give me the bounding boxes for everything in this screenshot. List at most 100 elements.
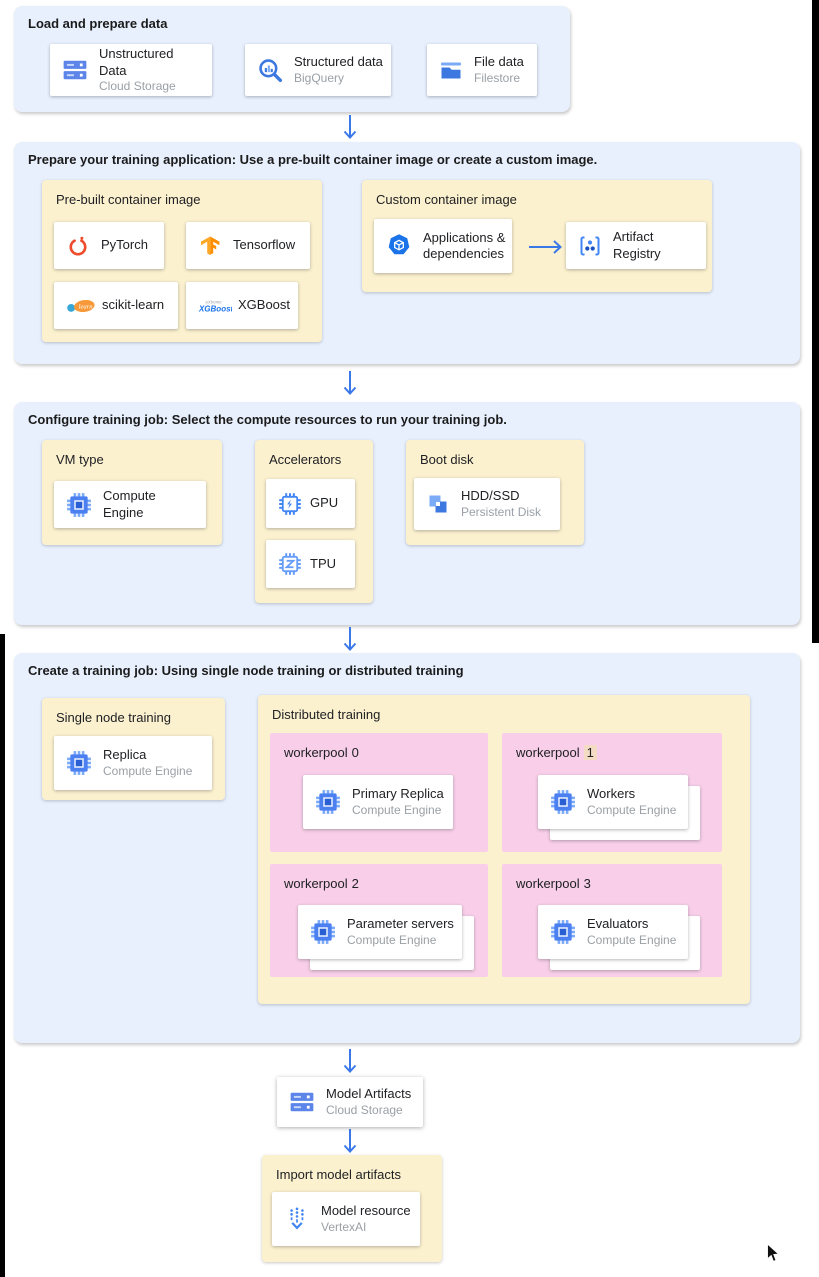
card-compute-engine: Compute Engine bbox=[54, 481, 206, 528]
card-subtitle: VertexAI bbox=[321, 1219, 367, 1234]
card-tensorflow: Tensorflow bbox=[186, 222, 310, 269]
section-load-data: Load and prepare data Unstructured Data … bbox=[14, 6, 570, 112]
compute-engine-icon bbox=[550, 789, 576, 815]
card-xgboost: XGBoost bbox=[186, 282, 298, 329]
panel-vm-type: VM type Compute Engine bbox=[42, 440, 222, 545]
card-evaluators: Evaluators Compute Engine bbox=[538, 905, 688, 959]
card-title: Replica bbox=[103, 747, 147, 763]
compute-engine-icon bbox=[310, 919, 336, 945]
flow-arrow-down-5 bbox=[343, 1129, 357, 1153]
xgboost-icon bbox=[198, 297, 232, 315]
compute-engine-icon bbox=[66, 750, 92, 776]
letterbox-right bbox=[812, 0, 819, 643]
panel-distributed-title: Distributed training bbox=[272, 707, 381, 722]
card-title: Primary Replica bbox=[352, 786, 444, 802]
gpu-icon bbox=[278, 492, 302, 516]
panel-single-node: Single node training Replica Compute Eng… bbox=[42, 698, 225, 800]
persistent-disk-icon bbox=[426, 492, 450, 516]
section-prepare-title: Prepare your training application: Use a… bbox=[28, 152, 598, 167]
workerpool-label-text: workerpool bbox=[516, 745, 580, 760]
card-model-artifacts: Model Artifacts Cloud Storage bbox=[277, 1077, 423, 1127]
panel-accelerators-title: Accelerators bbox=[269, 452, 342, 467]
filestore-icon bbox=[439, 58, 463, 82]
cloud-storage-icon bbox=[289, 1089, 315, 1115]
workerpool-number: 3 bbox=[583, 876, 591, 891]
artifact-registry-icon bbox=[578, 234, 602, 258]
card-parameter-servers: Parameter servers Compute Engine bbox=[298, 905, 462, 959]
compute-engine-icon bbox=[66, 492, 92, 518]
tpu-icon bbox=[278, 552, 302, 576]
workerpool-number: 2 bbox=[351, 876, 359, 891]
flow-arrow-right bbox=[529, 240, 562, 254]
workerpool-label-text: workerpool bbox=[284, 745, 348, 760]
mouse-cursor bbox=[767, 1243, 780, 1262]
panel-import-model: Import model artifacts Model resource Ve… bbox=[262, 1155, 442, 1262]
section-load-title: Load and prepare data bbox=[28, 16, 168, 31]
panel-import-model-title: Import model artifacts bbox=[276, 1167, 401, 1182]
card-title: TPU bbox=[310, 555, 336, 571]
card-subtitle: Compute Engine bbox=[352, 802, 442, 817]
card-title: HDD/SSD bbox=[461, 488, 520, 504]
panel-prebuilt-title: Pre-built container image bbox=[56, 192, 201, 207]
card-title: Model Artifacts bbox=[326, 1086, 412, 1102]
card-subtitle: Filestore bbox=[474, 70, 521, 85]
pytorch-icon bbox=[66, 234, 90, 258]
card-scikit-learn: scikit-learn bbox=[54, 282, 178, 329]
card-title: Applications & dependencies bbox=[423, 229, 506, 261]
section-configure-title: Configure training job: Select the compu… bbox=[28, 412, 507, 427]
card-primary-replica: Primary Replica Compute Engine bbox=[303, 775, 453, 829]
card-artifact-registry: Artifact Registry bbox=[566, 222, 706, 269]
tensorflow-icon bbox=[198, 234, 222, 258]
scikit-learn-icon bbox=[66, 297, 96, 315]
card-title: Artifact Registry bbox=[613, 229, 661, 261]
panel-custom-container: Custom container image Applications & de… bbox=[362, 180, 712, 292]
card-title: XGBoost bbox=[238, 297, 291, 313]
workerpool-number-highlighted: 1 bbox=[583, 745, 597, 760]
cloud-storage-icon bbox=[62, 57, 88, 83]
card-subtitle: Cloud Storage bbox=[99, 78, 176, 93]
vertex-ai-icon bbox=[284, 1206, 310, 1232]
card-subtitle: Compute Engine bbox=[587, 932, 677, 947]
panel-boot-disk-title: Boot disk bbox=[420, 452, 474, 467]
card-title: Evaluators bbox=[587, 916, 649, 932]
card-title: Compute Engine bbox=[103, 488, 156, 520]
panel-prebuilt-container: Pre-built container image PyTorch Tensor… bbox=[42, 180, 322, 342]
card-title: Tensorflow bbox=[233, 237, 296, 253]
compute-engine-icon bbox=[550, 919, 576, 945]
section-configure-job: Configure training job: Select the compu… bbox=[14, 402, 800, 625]
card-model-resource: Model resource VertexAI bbox=[272, 1192, 420, 1246]
workerpool-label-text: workerpool bbox=[284, 876, 348, 891]
card-boot-disk: HDD/SSD Persistent Disk bbox=[414, 478, 560, 530]
card-title: Workers bbox=[587, 786, 636, 802]
panel-accelerators: Accelerators GPU TPU bbox=[255, 440, 373, 603]
card-title: PyTorch bbox=[101, 237, 148, 253]
applications-dependencies-icon bbox=[386, 233, 412, 259]
compute-engine-icon bbox=[315, 789, 341, 815]
bigquery-icon bbox=[257, 57, 283, 83]
card-subtitle: Compute Engine bbox=[587, 802, 677, 817]
workerpool-label-text: workerpool bbox=[516, 876, 580, 891]
card-unstructured-data: Unstructured Data Cloud Storage bbox=[50, 44, 212, 96]
card-applications-dependencies: Applications & dependencies bbox=[374, 219, 512, 273]
panel-boot-disk: Boot disk HDD/SSD Persistent Disk bbox=[406, 440, 584, 545]
panel-single-node-title: Single node training bbox=[56, 710, 171, 725]
flow-arrow-down-3 bbox=[343, 627, 357, 651]
card-pytorch: PyTorch bbox=[54, 222, 164, 269]
card-title: Parameter servers bbox=[347, 916, 454, 932]
section-prepare-application: Prepare your training application: Use a… bbox=[14, 142, 800, 364]
card-subtitle: Cloud Storage bbox=[326, 1102, 403, 1117]
flow-arrow-down-4 bbox=[343, 1049, 357, 1073]
card-title: Unstructured Data bbox=[99, 46, 174, 78]
card-structured-data: Structured data BigQuery bbox=[245, 44, 391, 96]
card-title: Structured data bbox=[294, 54, 383, 70]
section-create-job: Create a training job: Using single node… bbox=[14, 653, 800, 1043]
